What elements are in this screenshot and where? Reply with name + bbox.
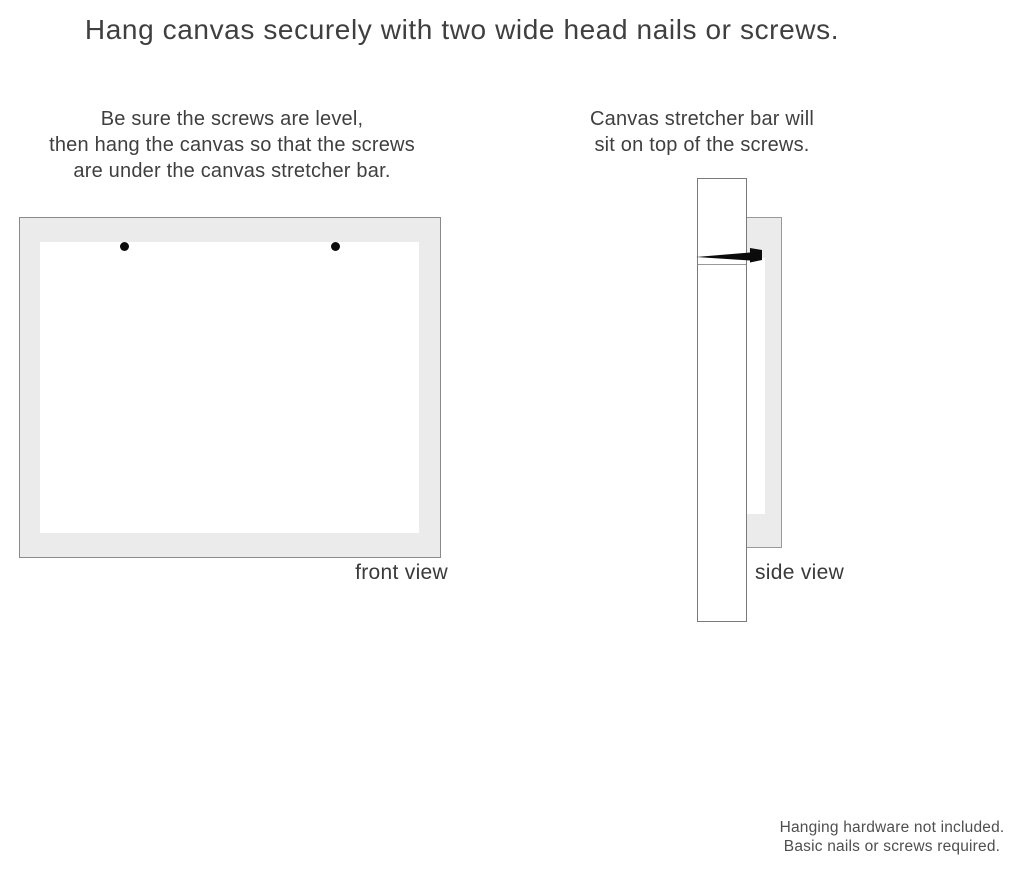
instruction-right-line: Canvas stretcher bar will <box>590 108 814 130</box>
canvas-front-frame <box>19 217 441 558</box>
instruction-left-line: Be sure the screws are level, <box>100 108 364 130</box>
instruction-right: Canvas stretcher bar will sit on top of … <box>552 106 852 158</box>
instruction-left: Be sure the screws are level, then hang … <box>32 106 432 184</box>
page-title: Hang canvas securely with two wide head … <box>84 14 840 45</box>
instruction-right-line: sit on top of the screws. <box>594 134 810 156</box>
screw-head-dot <box>120 242 129 251</box>
front-view-label: front view <box>355 561 448 584</box>
hardware-disclaimer: Hanging hardware not included. Basic nai… <box>772 818 1012 856</box>
stretcher-bar-side <box>697 178 747 622</box>
stretcher-bar-divider-line <box>698 264 746 265</box>
instruction-left-line: are under the canvas stretcher bar. <box>73 160 391 182</box>
canvas-side-inner-face <box>747 258 765 514</box>
hardware-disclaimer-line: Basic nails or screws required. <box>783 838 1001 855</box>
screw-head-dot <box>331 242 340 251</box>
nail-icon <box>696 248 762 263</box>
side-view-label: side view <box>755 561 845 584</box>
hardware-disclaimer-line: Hanging hardware not included. <box>779 819 1005 836</box>
canvas-front-face <box>40 242 419 533</box>
instruction-left-line: then hang the canvas so that the screws <box>49 134 415 156</box>
